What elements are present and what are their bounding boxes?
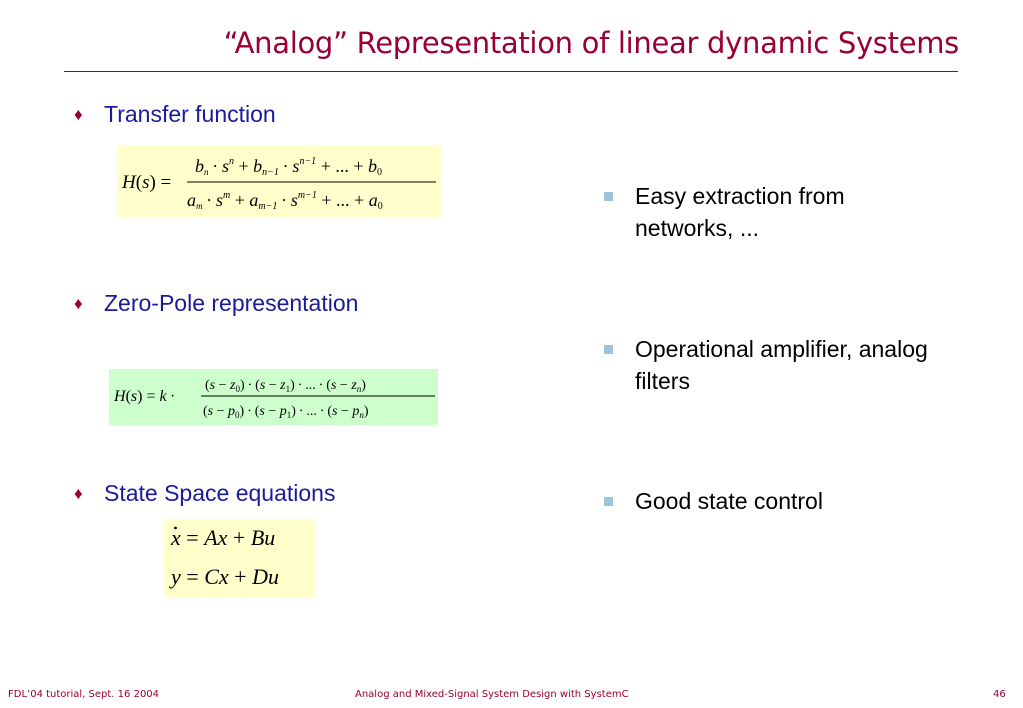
svg-text:x = Ax + Bu: x = Ax + Bu bbox=[170, 525, 275, 550]
point-operational-amplifier: Operational amplifier, analog filters bbox=[604, 333, 928, 397]
square-bullet-icon bbox=[604, 192, 613, 201]
equation-background bbox=[109, 369, 438, 425]
derivative-dot bbox=[174, 526, 177, 530]
svg-text:y = Cx + Du: y = Cx + Du bbox=[169, 564, 279, 589]
transfer-function-equation: H(s) = bn ∙ sn + bn−1 ∙ sn−1 + ... + b0 … bbox=[117, 145, 441, 217]
svg-text:(s − z0) ∙ (s − z1) ∙ ... ∙ (s: (s − z0) ∙ (s − z1) ∙ ... ∙ (s − zn) bbox=[205, 378, 366, 394]
svg-text:H(s) =: H(s) = bbox=[121, 172, 171, 193]
diamond-bullet-icon: ♦ bbox=[74, 105, 83, 124]
footer-center: Analog and Mixed-Signal System Design wi… bbox=[355, 689, 629, 700]
svg-text:H(s) = k ∙: H(s) = k ∙ bbox=[113, 388, 175, 405]
bullet-label: State Space equations bbox=[104, 480, 336, 506]
title-underline bbox=[64, 71, 958, 72]
svg-text:bn ∙ sn + bn−1 ∙ sn−1 + ... +: bn ∙ sn + bn−1 ∙ sn−1 + ... + b0 bbox=[195, 156, 382, 178]
footer-left: FDL’04 tutorial, Sept. 16 2004 bbox=[8, 689, 160, 700]
svg-text:(s − p0) ∙ (s − p1) ∙ ... ∙ (s: (s − p0) ∙ (s − p1) ∙ ... ∙ (s − pn) bbox=[203, 404, 369, 420]
equation-background bbox=[117, 145, 441, 217]
bullet-state-space: ♦ State Space equations bbox=[74, 480, 335, 507]
svg-text:am ∙ sm + am−1 ∙ sm−1 + ... +: am ∙ sm + am−1 ∙ sm−1 + ... + a0 bbox=[187, 190, 383, 212]
equation-background bbox=[164, 519, 315, 597]
point-easy-extraction: Easy extraction from networks, ... bbox=[604, 180, 845, 244]
diamond-bullet-icon: ♦ bbox=[74, 294, 83, 313]
square-bullet-icon bbox=[604, 345, 613, 354]
footer-page-number: 46 bbox=[993, 689, 1006, 700]
zero-pole-equation: H(s) = k ∙ (s − z0) ∙ (s − z1) ∙ ... ∙ (… bbox=[109, 369, 438, 425]
point-good-state-control: Good state control bbox=[604, 485, 823, 517]
bullet-zero-pole: ♦ Zero-Pole representation bbox=[74, 290, 358, 317]
bullet-label: Zero-Pole representation bbox=[104, 290, 359, 316]
slide-title: “Analog” Representation of linear dynami… bbox=[223, 26, 960, 60]
diamond-bullet-icon: ♦ bbox=[74, 484, 83, 503]
bullet-label: Transfer function bbox=[104, 101, 276, 127]
bullet-transfer-function: ♦ Transfer function bbox=[74, 101, 276, 128]
state-space-equations: x = Ax + Bu y = Cx + Du bbox=[164, 519, 315, 597]
square-bullet-icon bbox=[604, 497, 613, 506]
